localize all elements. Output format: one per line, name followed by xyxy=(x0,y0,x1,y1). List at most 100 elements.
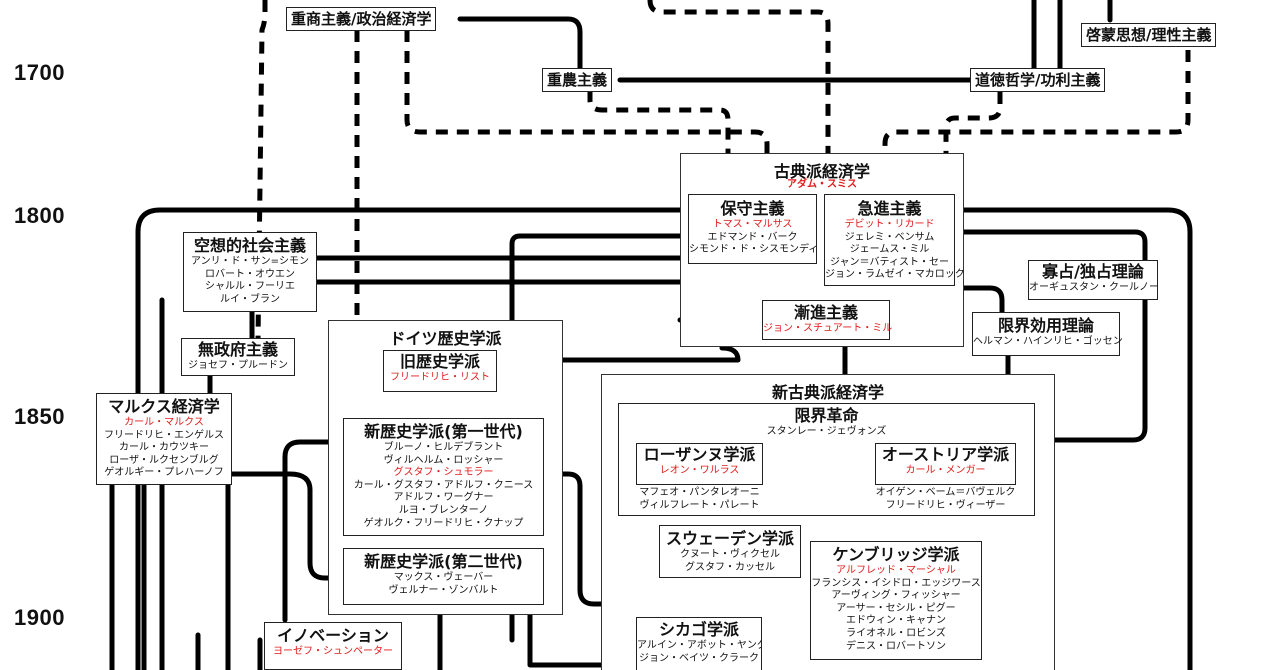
swedish-school-box: スウェーデン学派 クヌート・ヴィクセル グスタフ・カッセル xyxy=(659,525,801,578)
cambridge-school-box: ケンブリッジ学派 アルフレッド・マーシャル フランシス・イシドロ・エッジワース … xyxy=(810,541,982,660)
year-label: 1900 xyxy=(14,605,65,630)
person-name: ロバート・オウエン xyxy=(205,268,295,280)
neoclassical-title: 新古典派経済学 xyxy=(771,383,884,402)
person-name: デニス・ロバートソン xyxy=(846,640,946,652)
utopian-title: 空想的社会主義 xyxy=(193,236,306,255)
austrian-school-box: オーストリア学派 カール・メンガー xyxy=(875,443,1016,485)
person-name: ゲオルギー・プレハーノフ xyxy=(104,467,224,479)
year-label: 1800 xyxy=(14,203,65,228)
person-name: ゲオルク・フリードリヒ・クナップ xyxy=(363,517,524,529)
person-name: アルイン・アボット・ヤング xyxy=(637,640,762,651)
marginal-utility-title: 限界効用理論 xyxy=(997,316,1094,335)
new1-founder: グスタフ・シュモラー xyxy=(393,467,494,479)
person-name: カール・カウツキー xyxy=(119,442,209,454)
radicalism-title: 急進主義 xyxy=(857,199,922,218)
marxian-economics-box: マルクス経済学 カール・マルクス フリードリヒ・エンゲルス カール・カウツキー … xyxy=(96,393,232,485)
gradualism-title: 漸進主義 xyxy=(793,303,858,322)
person-name: エドウィン・キャナン xyxy=(846,615,946,627)
physiocracy-label: 重農主義 xyxy=(542,68,613,92)
gradualism-founder: ジョン・スチュアート・ミル xyxy=(763,323,893,334)
austrian-title: オーストリア学派 xyxy=(881,445,1010,464)
chicago-school-box: シカゴ学派 アルイン・アボット・ヤング ジョン・ベイツ・クラーク xyxy=(636,617,762,670)
person-name: マフェオ・パンタレオーニ xyxy=(639,487,760,498)
cambridge-founder: アルフレッド・マーシャル xyxy=(836,565,956,576)
oligopoly-theory-box: 寡占/独占理論 オーギュスタン・クールノー xyxy=(1028,260,1159,300)
person-name: シモンド・ド・シスモンディ xyxy=(689,244,819,256)
enlightenment-label: 啓蒙思想/理性主義 xyxy=(1081,23,1217,47)
year-label: 1850 xyxy=(14,404,65,429)
new-historical-school-second-box: 新歴史学派(第二世代) マックス・ヴェーバー ヴェルナー・ゾンバルト xyxy=(343,548,544,605)
dashed-influence-lines xyxy=(255,0,1191,341)
lausanne-founder: レオン・ワルラス xyxy=(659,465,740,476)
person-name: ローザ・ルクセンブルグ xyxy=(109,454,219,466)
person-name: ライオネル・ロビンズ xyxy=(846,627,946,639)
person-name: スタンレー・ジェヴォンズ xyxy=(766,426,887,437)
person-name: マックス・ヴェーバー xyxy=(393,572,494,583)
person-name: オイゲン・ベーム＝バヴェルク xyxy=(875,487,1016,498)
old-historical-founder: フリードリヒ・リスト xyxy=(390,372,490,383)
person-name: アンリ・ド・サン=シモン xyxy=(191,256,309,267)
austrian-founder: カール・メンガー xyxy=(905,465,986,476)
new2-title: 新歴史学派(第二世代) xyxy=(364,552,523,571)
person-name: オーギュスタン・クールノー xyxy=(1029,282,1159,293)
person-name: アドルフ・ワーグナー xyxy=(393,492,494,504)
person-name: クヌート・ヴィクセル xyxy=(680,549,780,560)
classical-founder: アダム・スミス xyxy=(787,179,857,190)
person-name: アーヴィング・フィッシャー xyxy=(831,590,961,602)
chicago-title: シカゴ学派 xyxy=(658,620,739,639)
person-name: ヴィルフレート・パレート xyxy=(639,499,760,511)
anarchism-box: 無政府主義 ジョセフ・プルードン xyxy=(181,338,295,376)
person-name: ジョン・ラムゼイ・マカロック xyxy=(825,269,965,281)
person-name: ジョセフ・プルードン xyxy=(188,360,288,371)
year-label: 1700 xyxy=(14,60,65,85)
person-name: フランシス・イシドロ・エッジワース xyxy=(811,577,981,589)
innovation-founder: ヨーゼフ・シュンペーター xyxy=(273,646,393,657)
person-name: シャルル・フーリエ xyxy=(205,281,295,293)
person-name: ジョン・ベイツ・クラーク xyxy=(639,652,759,664)
person-name: ヴェルナー・ゾンバルト xyxy=(388,584,499,596)
marxian-title: マルクス経済学 xyxy=(108,397,220,416)
person-name: フリードリヒ・ヴィーザー xyxy=(885,499,1006,511)
radicalism-founder: デビット・リカード xyxy=(844,219,935,230)
old-historical-school-box: 旧歴史学派 フリードリヒ・リスト xyxy=(383,350,497,392)
person-name: エドマンド・バーク xyxy=(707,231,798,243)
marginal-utility-box: 限界効用理論 ヘルマン・ハインリヒ・ゴッセン xyxy=(972,312,1123,356)
moral-philosophy-label: 道徳哲学/功利主義 xyxy=(970,68,1106,92)
person-name: ルヨ・ブレンターノ xyxy=(398,504,489,516)
person-name: ルイ・ブラン xyxy=(220,293,280,305)
innovation-title: イノベーション xyxy=(277,626,389,645)
classical-title: 古典派経済学 xyxy=(773,162,870,181)
innovation-box: イノベーション ヨーゼフ・シュンペーター xyxy=(264,622,402,670)
lausanne-school-box: ローザンヌ学派 レオン・ワルラス xyxy=(636,443,763,485)
person-name: フリードリヒ・エンゲルス xyxy=(104,429,224,441)
anarchism-title: 無政府主義 xyxy=(197,340,278,359)
lausanne-title: ローザンヌ学派 xyxy=(643,445,756,464)
lausanne-members: マフェオ・パンタレオーニ ヴィルフレート・パレート xyxy=(636,487,763,512)
german-title: ドイツ歴史学派 xyxy=(389,329,502,348)
person-name: ヴィルヘルム・ロッシャー xyxy=(383,454,504,466)
person-name: ジャン＝バティスト・セー xyxy=(830,256,949,268)
conservatism-title: 保守主義 xyxy=(720,199,785,218)
swedish-title: スウェーデン学派 xyxy=(665,529,794,548)
conservatism-founder: トマス・マルサス xyxy=(712,219,793,230)
person-name: ジェレミ・ベンサム xyxy=(844,231,935,243)
person-name: カール・グスタフ・アドルフ・クニース xyxy=(353,479,534,491)
oligopoly-title: 寡占/独占理論 xyxy=(1042,262,1144,281)
person-name: ヘルマン・ハインリヒ・ゴッセン xyxy=(973,336,1123,347)
conservatism-box: 保守主義 トマス・マルサス エドマンド・バーク シモンド・ド・シスモンディ xyxy=(688,194,819,264)
person-name: アーサー・セシル・ピグー xyxy=(836,602,956,614)
utopian-socialism-box: 空想的社会主義 アンリ・ド・サン=シモン ロバート・オウエン シャルル・フーリエ… xyxy=(183,232,317,312)
mercantilism-label: 重商主義/政治経済学 xyxy=(286,7,437,31)
radicalism-box: 急進主義 デビット・リカード ジェレミ・ベンサム ジェームス・ミル ジャン＝バテ… xyxy=(824,194,965,286)
marxian-founder: カール・マルクス xyxy=(124,417,204,428)
person-name: グスタフ・カッセル xyxy=(685,561,775,573)
austrian-members: オイゲン・ベーム＝バヴェルク フリードリヒ・ヴィーザー xyxy=(868,487,1023,512)
person-name: ジェームス・ミル xyxy=(849,244,930,256)
gradualism-box: 漸進主義 ジョン・スチュアート・ミル xyxy=(762,300,893,340)
cambridge-title: ケンブリッジ学派 xyxy=(832,545,960,564)
new1-title: 新歴史学派(第一世代) xyxy=(364,422,523,441)
marginal-revolution-title: 限界革命 xyxy=(794,406,859,425)
person-name: ブルーノ・ヒルデブラント xyxy=(383,442,504,453)
new-historical-school-first-box: 新歴史学派(第一世代) ブルーノ・ヒルデブラント ヴィルヘルム・ロッシャー グス… xyxy=(343,418,544,536)
old-historical-title: 旧歴史学派 xyxy=(399,352,480,371)
